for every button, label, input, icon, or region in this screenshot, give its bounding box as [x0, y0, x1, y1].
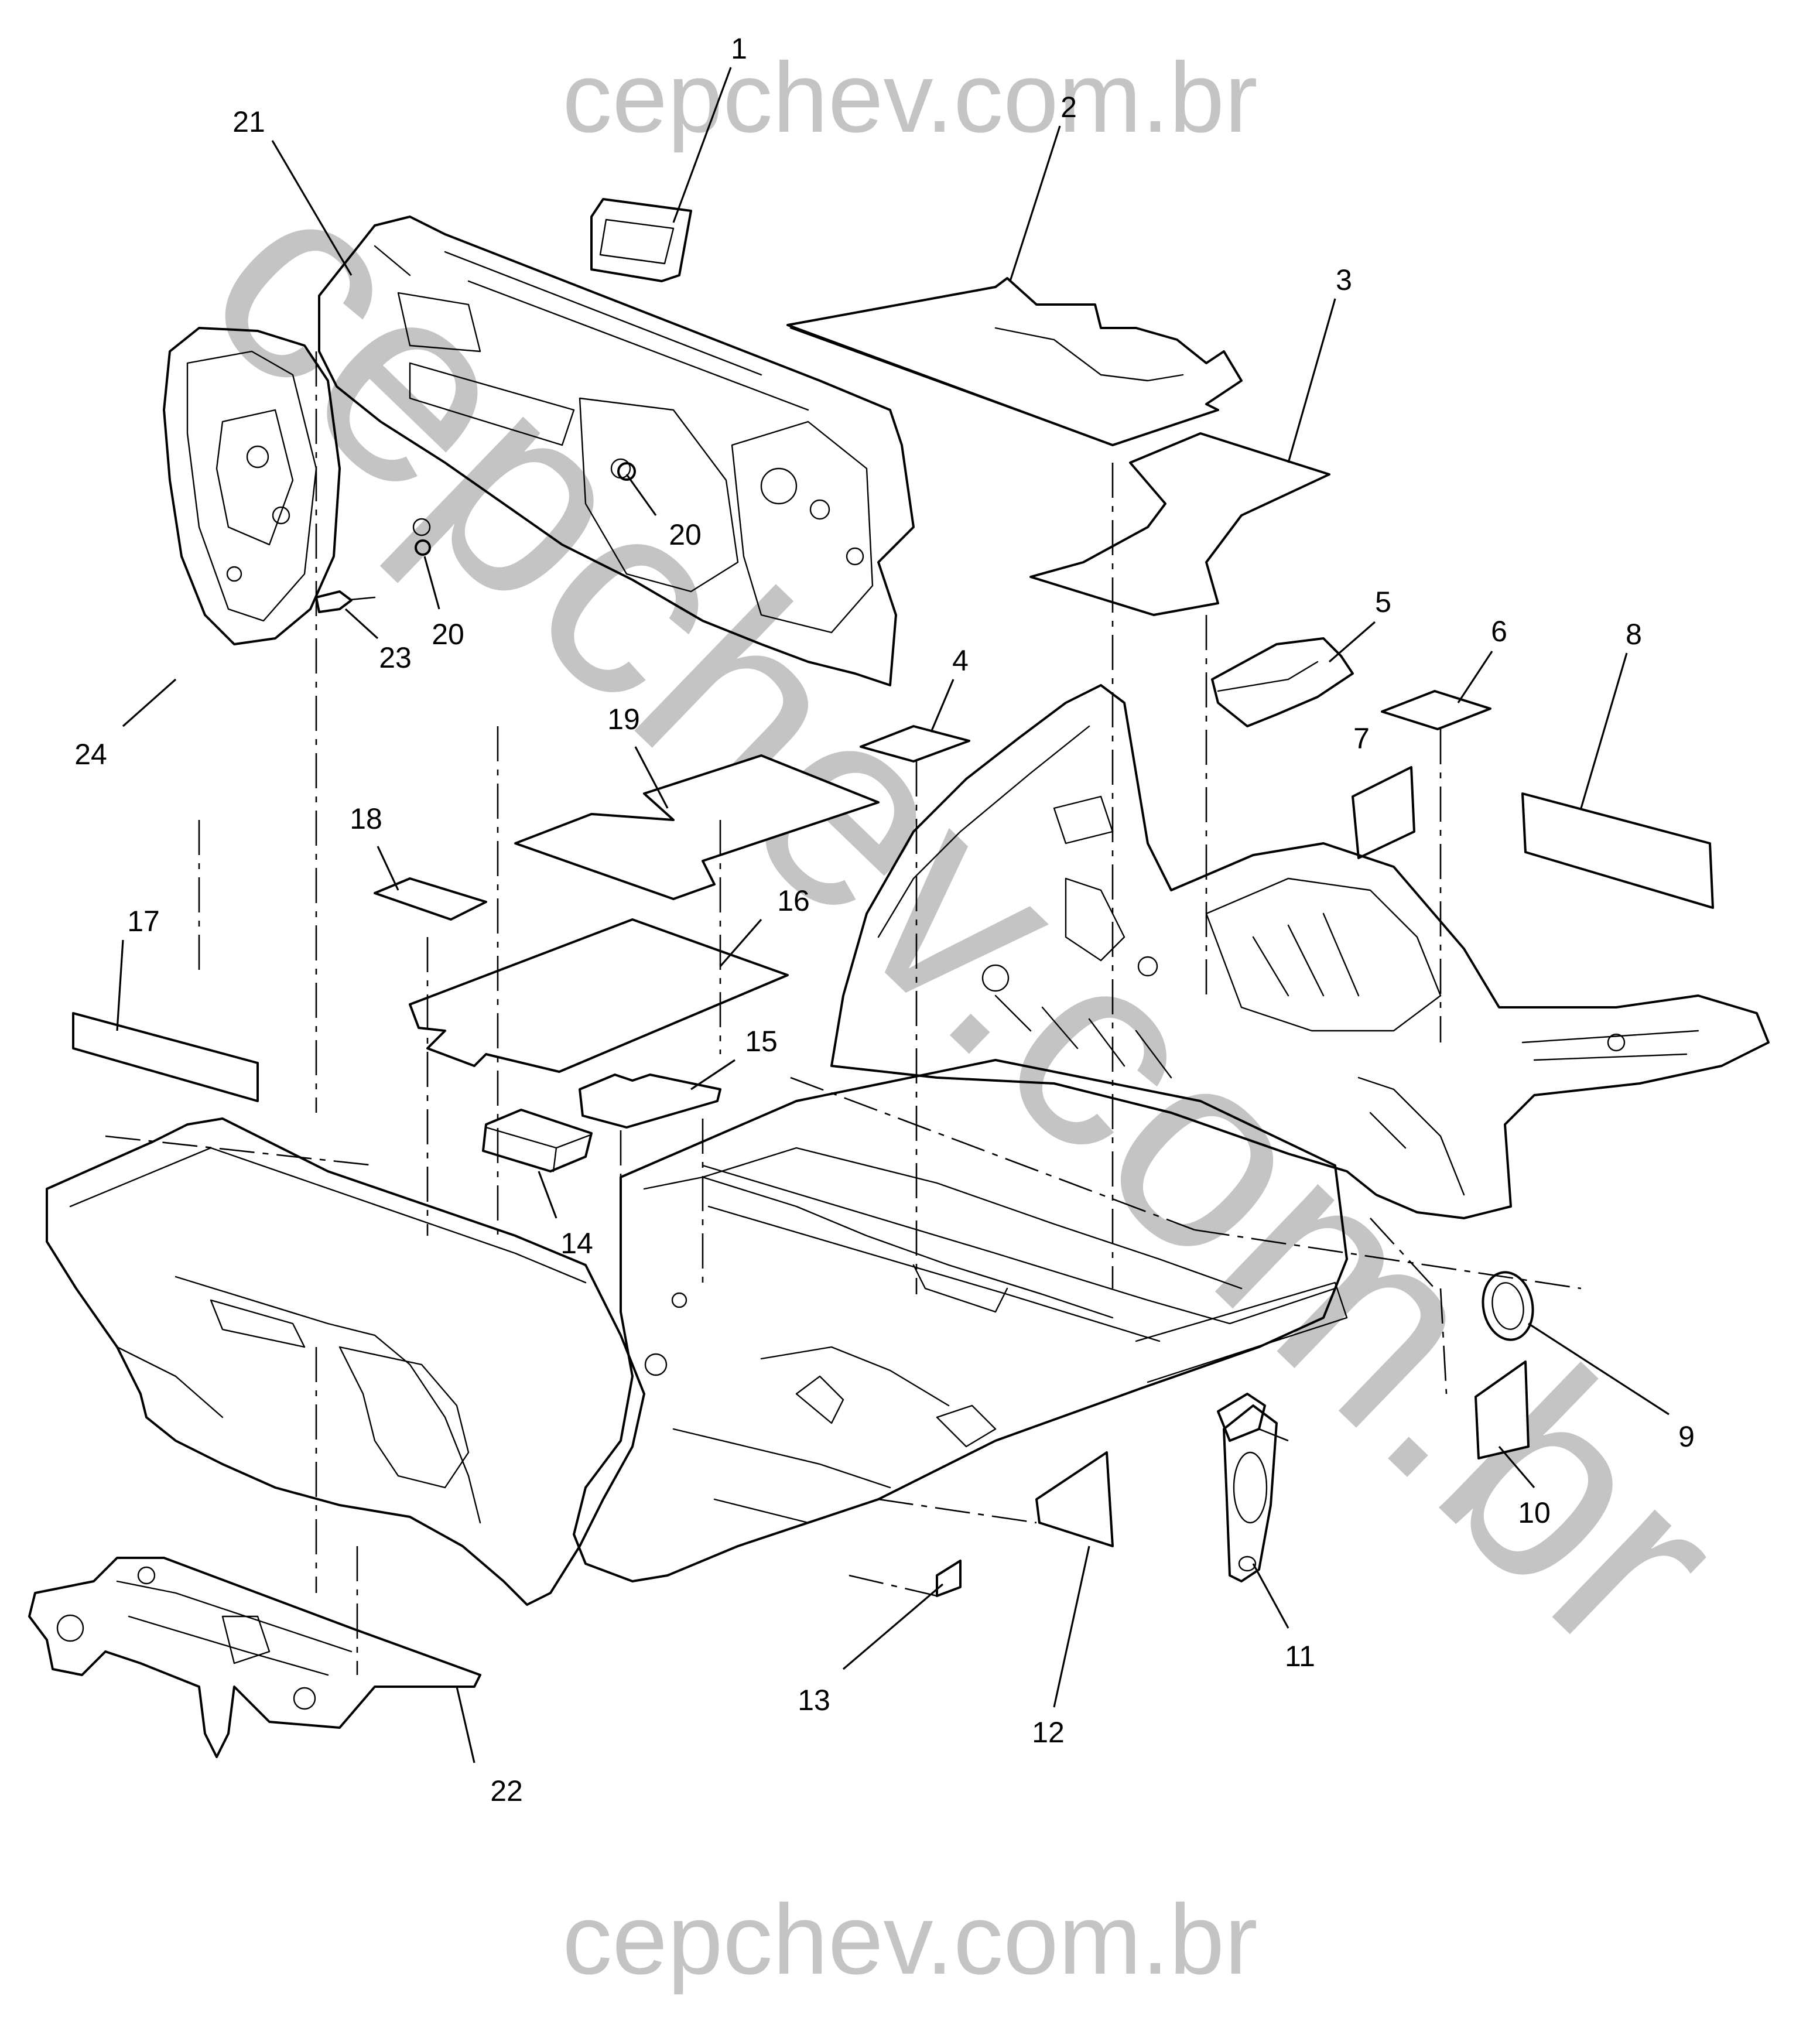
clip-13: [936, 1560, 962, 1597]
floor-pad-19: [514, 754, 880, 900]
callout-4: 4: [952, 644, 969, 677]
pad-18: [374, 877, 487, 921]
floor-pad-16: [409, 918, 789, 1073]
bolt-23: [315, 590, 376, 613]
pad-6: [1381, 690, 1491, 730]
pad-17: [72, 1012, 259, 1102]
callout-15: 15: [745, 1025, 778, 1058]
callout-20-upper: 20: [669, 518, 702, 551]
insulator-5: [1211, 637, 1354, 727]
callout-9: 9: [1678, 1420, 1695, 1453]
callout-7: 7: [1353, 722, 1370, 755]
pad-4: [860, 725, 970, 763]
pad-8: [1521, 792, 1714, 909]
bracket-11: [1217, 1393, 1278, 1582]
callout-1: 1: [731, 32, 747, 65]
grommet-9: [1482, 1271, 1534, 1341]
callout-labels: 1 2 3 4 5 6 7 8 9 10 11 12 13 14 15 16 1…: [74, 32, 1695, 1807]
pad-15: [579, 1074, 721, 1129]
callout-2: 2: [1060, 91, 1077, 124]
callout-21: 21: [232, 105, 265, 138]
callout-22: 22: [490, 1775, 523, 1807]
pad-10: [1475, 1360, 1530, 1459]
callout-11: 11: [1285, 1640, 1315, 1673]
floor-insulator-3: [1029, 432, 1330, 616]
block-14: [482, 1109, 593, 1172]
callout-8: 8: [1626, 618, 1642, 651]
callout-12: 12: [1032, 1716, 1065, 1749]
callout-5: 5: [1375, 586, 1391, 618]
plug-20-lower: [415, 539, 431, 556]
callout-13: 13: [798, 1684, 830, 1717]
callout-18: 18: [350, 802, 382, 835]
callout-10: 10: [1518, 1496, 1551, 1529]
callout-3: 3: [1336, 264, 1352, 296]
watermark-top: cepchev.com.br: [562, 42, 1257, 153]
leader-lines: [116, 67, 1670, 1763]
callout-16: 16: [777, 884, 810, 917]
wheelhouse-panel-24: [163, 327, 341, 645]
watermark-diagonal: cepchev.com.br: [150, 121, 1783, 1712]
callout-17: 17: [127, 905, 160, 938]
callout-20-lower: 20: [432, 618, 464, 651]
pad-7: [1352, 766, 1415, 859]
callout-19: 19: [607, 703, 640, 736]
lower-insulator-22: [28, 1557, 481, 1758]
plug-20-upper: [617, 462, 636, 481]
pad-12: [1035, 1451, 1114, 1547]
callout-6: 6: [1491, 615, 1507, 648]
alignment-lines: [105, 351, 1582, 1675]
grommet-1: [590, 198, 692, 282]
upper-insulator-2: [786, 277, 1243, 446]
callout-24: 24: [74, 738, 107, 771]
watermark-bottom: cepchev.com.br: [562, 1884, 1257, 1995]
callout-23: 23: [379, 641, 412, 674]
dash-panel-insulator: [318, 216, 915, 686]
callout-14: 14: [560, 1227, 593, 1260]
